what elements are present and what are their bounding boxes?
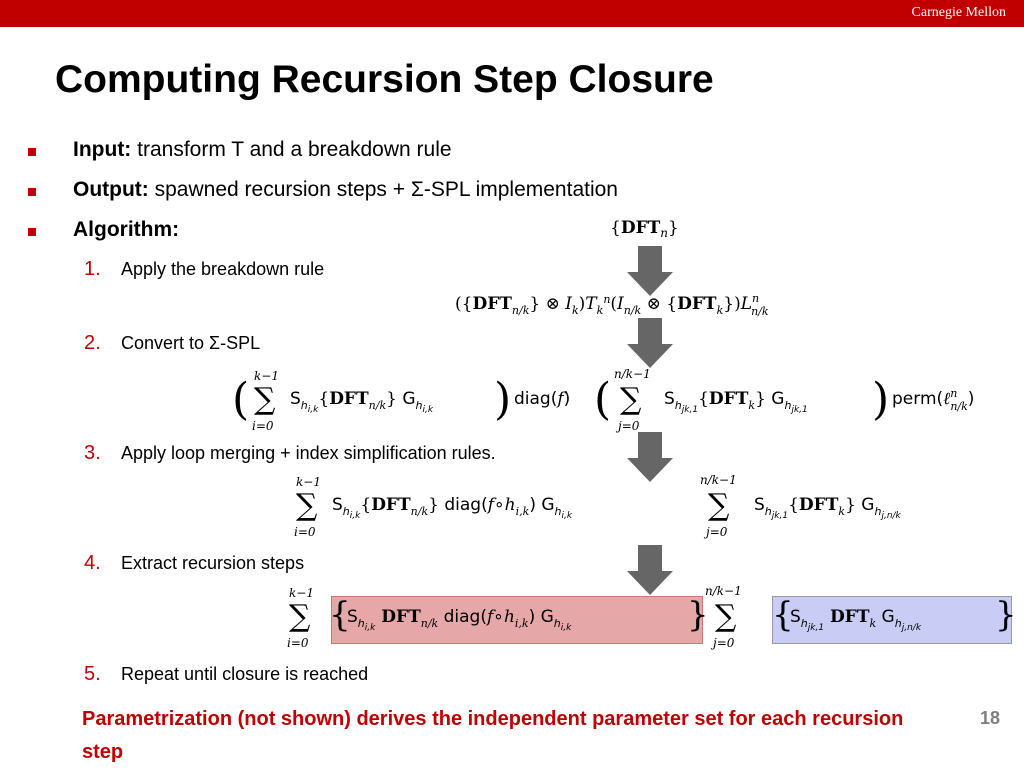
step-text: Apply the breakdown rule	[121, 259, 325, 279]
formula-recursion-steps: k−1 ∑ i=0 { Shi,k DFTn/k diag(f∘hi,k) Gh…	[287, 584, 1015, 650]
svg-text:{DFTn}: {DFTn}	[610, 218, 679, 240]
svg-text:∑: ∑	[296, 488, 318, 523]
svg-text:∑: ∑	[254, 382, 276, 417]
svg-text:∑: ∑	[708, 488, 730, 523]
svg-text:Shjk,1 DFTk Ghj,n/k: Shjk,1 DFTk Ghj,n/k	[790, 607, 922, 633]
top-bar: Carnegie Mellon	[0, 0, 1024, 27]
svg-text:Shjk,1{DFTk} Ghj,n/k: Shjk,1{DFTk} Ghj,n/k	[754, 495, 902, 521]
slide-title: Computing Recursion Step Closure	[55, 58, 714, 101]
step-text: Convert to Σ-SPL	[121, 333, 261, 353]
bullet-input: Input: transform T and a breakdown rule	[73, 138, 452, 162]
page-number: 18	[979, 708, 1000, 728]
footnote-text: Parametrization (not shown) derives the …	[82, 708, 904, 763]
svg-text:i=0: i=0	[252, 419, 274, 433]
svg-text:Shi,k{DFTn/k} diag(f∘hi,k) Ghi: Shi,k{DFTn/k} diag(f∘hi,k) Ghi,k	[332, 495, 573, 521]
svg-text:(: (	[594, 374, 611, 425]
svg-text:∑: ∑	[715, 599, 737, 634]
bullet-algorithm: Algorithm:	[73, 218, 179, 242]
svg-text:n/k−1: n/k−1	[700, 473, 737, 487]
svg-text:j=0: j=0	[703, 525, 728, 539]
svg-text:j=0: j=0	[615, 419, 640, 433]
svg-text:perm(ℓnn/k): perm(ℓnn/k)	[892, 387, 974, 413]
bullet-label: Input:	[73, 138, 132, 161]
svg-text:): )	[872, 374, 889, 425]
svg-text:k−1: k−1	[254, 369, 279, 383]
svg-text:{: {	[772, 595, 794, 635]
down-arrow-icon	[627, 545, 673, 595]
svg-text:∑: ∑	[289, 599, 311, 634]
svg-text:i=0: i=0	[294, 525, 316, 539]
recursion-step-highlight-1	[331, 596, 703, 644]
svg-text:Shjk,1{DFTk} Ghjk,1: Shjk,1{DFTk} Ghjk,1	[664, 389, 808, 415]
step-number: 4.	[84, 552, 101, 574]
bullet-marker	[28, 188, 36, 196]
svg-text:): )	[494, 374, 511, 425]
recursion-step-highlight-2	[772, 596, 1012, 644]
svg-text:diag(f): diag(f)	[514, 389, 570, 409]
step-text: Repeat until closure is reached	[121, 664, 369, 684]
step-text: Extract recursion steps	[121, 553, 305, 573]
formula-loop-merged: k−1 ∑ i=0 Shi,k{DFTn/k} diag(f∘hi,k) Ghi…	[294, 473, 902, 539]
svg-text:(: (	[232, 374, 249, 425]
svg-text:}: }	[995, 595, 1015, 635]
step-number: 1.	[84, 258, 101, 280]
step-number: 2.	[84, 332, 101, 354]
svg-text:n/k−1: n/k−1	[614, 367, 651, 381]
svg-text:Shi,k DFTn/k diag(f∘hi,k) Ghi,: Shi,k DFTn/k diag(f∘hi,k) Ghi,k	[347, 607, 572, 633]
bullet-label: Output:	[73, 178, 149, 201]
step-number: 3.	[84, 442, 101, 464]
formula-dft-n: {DFTn}	[610, 218, 679, 240]
down-arrow-icon	[627, 432, 673, 482]
down-arrow-icon	[627, 246, 673, 296]
step-text: Apply loop merging + index simplificatio…	[121, 443, 496, 463]
svg-text:k−1: k−1	[296, 475, 321, 489]
brand-label: Carnegie Mellon	[911, 5, 1006, 20]
svg-text:k−1: k−1	[289, 586, 314, 600]
bullet-text: spawned recursion steps + Σ-SPL implemen…	[148, 178, 618, 201]
step-number: 5.	[84, 663, 101, 685]
bullet-marker	[28, 228, 36, 236]
bullet-label: Algorithm:	[73, 218, 180, 241]
svg-text:∑: ∑	[620, 382, 642, 417]
bullet-output: Output: spawned recursion steps + Σ-SPL …	[73, 178, 618, 202]
svg-text:j=0: j=0	[710, 636, 735, 650]
svg-text:{: {	[329, 595, 351, 635]
svg-text:Shi,k{DFTn/k} Ghi,k: Shi,k{DFTn/k} Ghi,k	[290, 389, 434, 415]
bullet-text: transform T and a breakdown rule	[131, 138, 452, 161]
formula-sigma-spl: ( k−1 ∑ i=0 Shi,k{DFTn/k} Ghi,k ) diag(f…	[232, 367, 974, 433]
svg-text:i=0: i=0	[287, 636, 309, 650]
down-arrow-icon	[627, 318, 673, 368]
svg-text:({DFTn/k} ⊗ Ik)Tkn(In/k ⊗ {DFT: ({DFTn/k} ⊗ Ik)Tkn(In/k ⊗ {DFTk})Lnn/k	[455, 292, 769, 318]
svg-text:n/k−1: n/k−1	[705, 584, 742, 598]
svg-text:}: }	[687, 595, 709, 635]
bullet-marker	[28, 148, 36, 156]
